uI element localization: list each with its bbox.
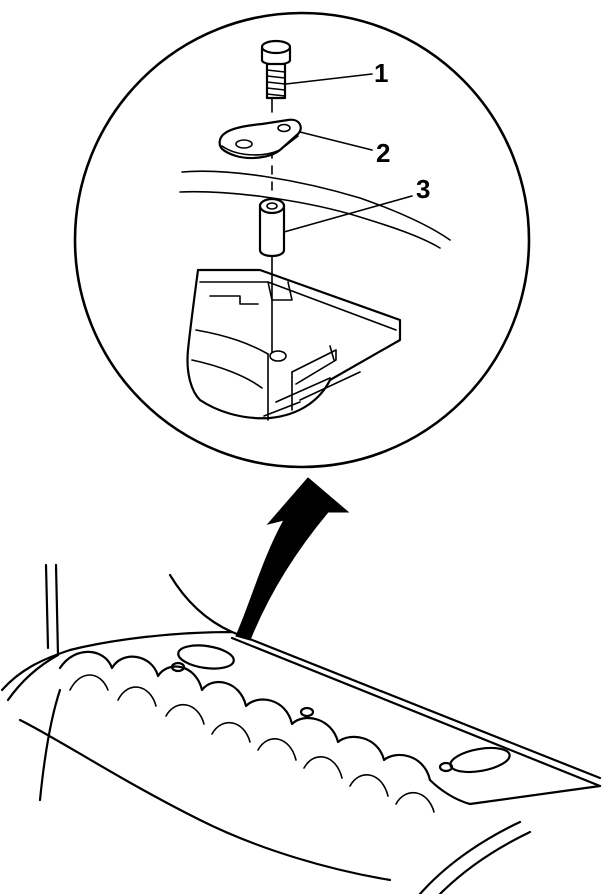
leader-line-2 (299, 131, 373, 151)
bolt (260, 39, 292, 100)
bracket-plate (218, 118, 302, 160)
vehicle-body-overview (0, 563, 602, 894)
callout-2: 2 (376, 138, 390, 168)
spacer-sleeve (258, 197, 286, 258)
leader-line-1 (285, 73, 373, 85)
callout-1: 1 (374, 58, 388, 88)
leader-line-3 (283, 195, 413, 233)
detail-view-circle: 1 2 3 (73, 11, 531, 469)
callout-3: 3 (416, 174, 430, 204)
detail-pointer-arrow (235, 477, 350, 641)
